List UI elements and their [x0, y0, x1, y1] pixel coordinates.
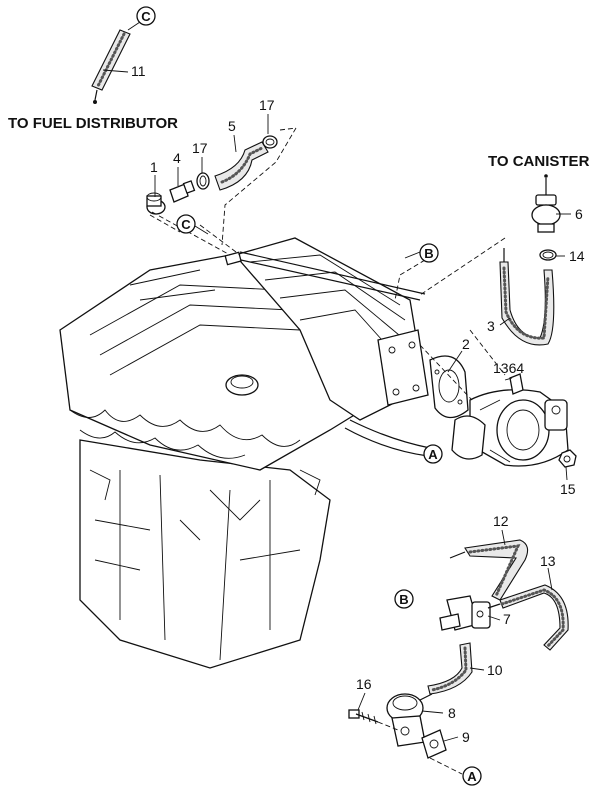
- ref-marker-b-lower: B: [394, 589, 414, 609]
- hose-10: [427, 642, 473, 695]
- part-label-12: 12: [493, 513, 509, 529]
- clamp-17-left: [196, 172, 210, 190]
- part-label-7: 7: [503, 611, 511, 627]
- engine-assembly: [59, 237, 431, 669]
- connector-4: [169, 180, 196, 203]
- part-label-10: 10: [487, 662, 503, 678]
- hose-5: [214, 141, 269, 191]
- part-label-4: 4: [173, 150, 181, 166]
- gasket: [429, 355, 469, 419]
- caption-to-canister: TO CANISTER: [488, 153, 590, 170]
- leader-lines: [102, 17, 571, 742]
- svg-text:A: A: [467, 769, 477, 784]
- svg-text:B: B: [399, 592, 408, 607]
- fitting-1: [146, 192, 166, 215]
- caption-to-fuel-distributor: TO FUEL DISTRIBUTOR: [8, 115, 178, 132]
- clamp-17-right: [262, 135, 278, 149]
- ref-marker-b-upper: B: [419, 243, 439, 263]
- hose-11: [91, 29, 131, 104]
- bolt-16: [348, 709, 399, 731]
- part-label-17-right: 17: [259, 97, 275, 113]
- dashed-a-lower: [429, 757, 463, 775]
- hose-13: [499, 584, 569, 651]
- part-label-11: 11: [131, 63, 146, 79]
- part-label-8: 8: [448, 705, 456, 721]
- part-label-1364: 1364: [493, 360, 524, 376]
- svg-text:C: C: [181, 217, 191, 232]
- part-label-13: 13: [540, 553, 556, 569]
- valve-6: [531, 174, 561, 233]
- clamp-14: [539, 249, 557, 261]
- hose-3: [499, 248, 555, 346]
- part-label-17-left: 17: [192, 140, 208, 156]
- svg-text:B: B: [424, 246, 433, 261]
- part-label-16: 16: [356, 676, 372, 692]
- part-label-3: 3: [487, 318, 495, 334]
- dashed-leaders: [149, 127, 506, 401]
- ref-marker-c-mid: C: [176, 214, 196, 234]
- plug-15: [558, 449, 577, 468]
- part-label-14: 14: [569, 248, 585, 264]
- part-label-9: 9: [462, 729, 470, 745]
- part-label-6: 6: [575, 206, 583, 222]
- egr-valve-8: [386, 693, 433, 747]
- solenoid-7: [439, 595, 501, 631]
- part-label-1: 1: [150, 159, 158, 175]
- ref-marker-a-lower: A: [462, 766, 482, 786]
- gasket-9: [421, 729, 447, 759]
- hose-12: [449, 539, 529, 601]
- svg-text:C: C: [141, 9, 151, 24]
- ref-marker-a-upper: A: [423, 444, 443, 464]
- part-label-15: 15: [560, 481, 576, 497]
- part-label-2: 2: [462, 336, 470, 352]
- svg-text:A: A: [428, 447, 438, 462]
- part-label-5: 5: [228, 118, 236, 134]
- ref-marker-c-top: C: [136, 6, 156, 26]
- throttle-body: [451, 373, 569, 467]
